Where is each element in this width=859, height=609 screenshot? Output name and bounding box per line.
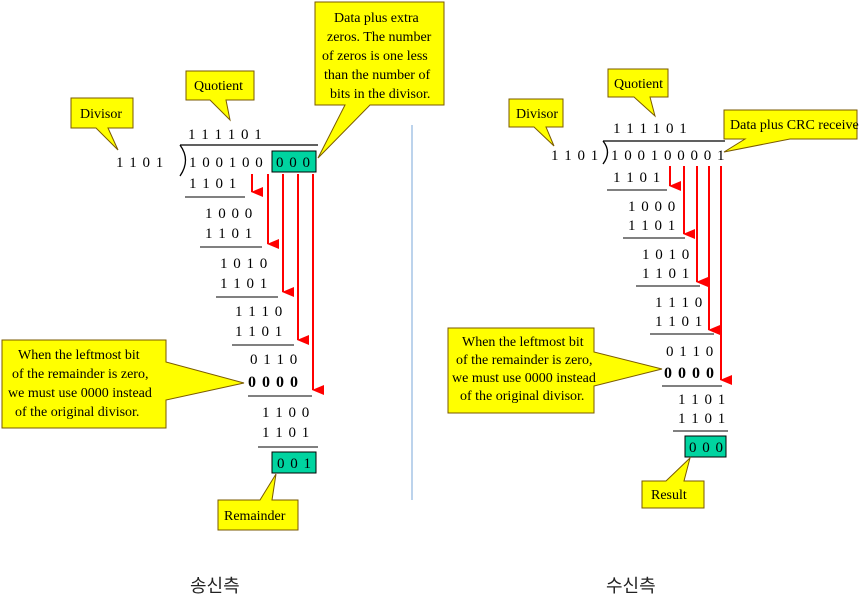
svg-text:Result: Result bbox=[651, 488, 687, 503]
svg-text:we must use 0000 instead: we must use 0000 instead bbox=[8, 386, 152, 401]
receiver-division: 1 1 1 1 0 1 1 1 0 1 1 0 0 1 0 0 0 0 1 1 … bbox=[551, 121, 732, 458]
svg-text:of zeros is one less: of zeros is one less bbox=[322, 49, 428, 64]
svg-text:of the remainder is zero,: of the remainder is zero, bbox=[12, 367, 148, 382]
receiver-step-11: 1 1 0 1 bbox=[678, 411, 726, 427]
receiver-division-bracket bbox=[602, 140, 609, 165]
sender-step-10: 1 1 0 0 bbox=[262, 405, 310, 421]
receiver-result-box bbox=[684, 435, 727, 458]
svg-text:than the number of: than the number of bbox=[324, 68, 430, 83]
sender-callout-quotient: Quotient bbox=[185, 70, 255, 122]
sender-callout-divisor: Divisor bbox=[70, 97, 134, 151]
receiver-dividend: 1 0 0 1 0 0 0 0 1 bbox=[611, 148, 726, 164]
sender-bring-down-arrows bbox=[251, 174, 324, 395]
receiver-divisor: 1 1 0 1 bbox=[551, 148, 599, 164]
sender-callout-leftmost-bit: When the leftmost bit of the remainder i… bbox=[1, 339, 245, 429]
sender-step-5: 1 1 0 1 bbox=[220, 276, 268, 292]
receiver-bring-down-arrows bbox=[669, 166, 732, 385]
svg-text:zeros. The number: zeros. The number bbox=[327, 30, 432, 45]
svg-text:When the leftmost bit: When the leftmost bit bbox=[462, 335, 584, 350]
sender-remainder-box bbox=[271, 451, 317, 474]
sender-step-3: 1 1 0 1 bbox=[205, 226, 253, 242]
receiver-step-10: 1 1 0 1 bbox=[678, 392, 726, 408]
receiver-result-bits: 0 0 0 bbox=[689, 440, 724, 456]
sender-division: 1 1 1 1 0 1 1 1 0 1 1 0 0 1 0 0 0 0 0 1 … bbox=[116, 127, 324, 474]
svg-text:Quotient: Quotient bbox=[194, 79, 243, 94]
sender-dividend-zeros: 0 0 0 bbox=[276, 155, 311, 171]
svg-text:Remainder: Remainder bbox=[224, 509, 286, 524]
sender-step-9: 0 0 0 0 bbox=[248, 374, 299, 391]
svg-text:of the original divisor.: of the original divisor. bbox=[460, 389, 584, 404]
sender-quotient: 1 1 1 1 0 1 bbox=[188, 127, 263, 143]
receiver-step-8: 0 1 1 0 bbox=[666, 344, 714, 360]
svg-text:bits in the divisor.: bits in the divisor. bbox=[330, 87, 430, 102]
svg-text:of the remainder is zero,: of the remainder is zero, bbox=[456, 353, 592, 368]
sender-callout-remainder: Remainder bbox=[217, 473, 299, 531]
receiver-callout-quotient: Quotient bbox=[607, 68, 669, 118]
receiver-step-1: 1 1 0 1 bbox=[613, 170, 661, 186]
receiver-step-3: 1 1 0 1 bbox=[628, 218, 676, 234]
svg-text:When the leftmost bit: When the leftmost bit bbox=[18, 348, 140, 363]
sender-step-2: 1 0 0 0 bbox=[205, 206, 253, 222]
svg-text:Quotient: Quotient bbox=[614, 77, 663, 92]
sender-extra-zeros-box bbox=[271, 150, 317, 173]
receiver-step-4: 1 0 1 0 bbox=[642, 247, 690, 263]
svg-text:of the original divisor.: of the original divisor. bbox=[15, 405, 139, 420]
svg-text:Divisor: Divisor bbox=[80, 107, 122, 122]
sender-step-8: 0 1 1 0 bbox=[250, 352, 298, 368]
receiver-caption: 수신측 bbox=[606, 576, 656, 597]
sender-step-6: 1 1 1 0 bbox=[235, 304, 283, 320]
receiver-callout-divisor: Divisor bbox=[508, 98, 564, 147]
sender-step-7: 1 1 0 1 bbox=[235, 324, 283, 340]
receiver-callout-data-crc: Data plus CRC received bbox=[723, 109, 859, 153]
sender-divisor: 1 1 0 1 bbox=[116, 155, 164, 171]
svg-text:Divisor: Divisor bbox=[516, 107, 558, 122]
svg-text:Data plus CRC received: Data plus CRC received bbox=[730, 118, 859, 133]
receiver-callout-leftmost-bit: When the leftmost bit of the remainder i… bbox=[447, 327, 663, 414]
receiver-step-9: 0 0 0 0 bbox=[664, 365, 715, 382]
receiver-step-5: 1 1 0 1 bbox=[642, 266, 690, 282]
receiver-step-6: 1 1 1 0 bbox=[655, 295, 703, 311]
sender-step-4: 1 0 1 0 bbox=[220, 256, 268, 272]
svg-text:we must use 0000 instead: we must use 0000 instead bbox=[452, 371, 596, 386]
sender-step-11: 1 1 0 1 bbox=[262, 425, 310, 441]
sender-callout-extra-zeros: Data plus extra zeros. The number of zer… bbox=[314, 1, 445, 159]
sender-dividend-data: 1 0 0 1 0 0 bbox=[189, 155, 264, 171]
receiver-quotient: 1 1 1 1 0 1 bbox=[613, 121, 688, 137]
receiver-step-2: 1 0 0 0 bbox=[628, 199, 676, 215]
sender-caption: 송신측 bbox=[190, 576, 240, 597]
sender-step-1: 1 1 0 1 bbox=[189, 176, 237, 192]
receiver-callout-result: Result bbox=[641, 456, 705, 509]
receiver-step-7: 1 1 0 1 bbox=[655, 314, 703, 330]
svg-text:Data plus extra: Data plus extra bbox=[334, 11, 420, 26]
sender-division-bracket bbox=[179, 144, 187, 177]
sender-remainder-bits: 0 0 1 bbox=[277, 456, 312, 472]
